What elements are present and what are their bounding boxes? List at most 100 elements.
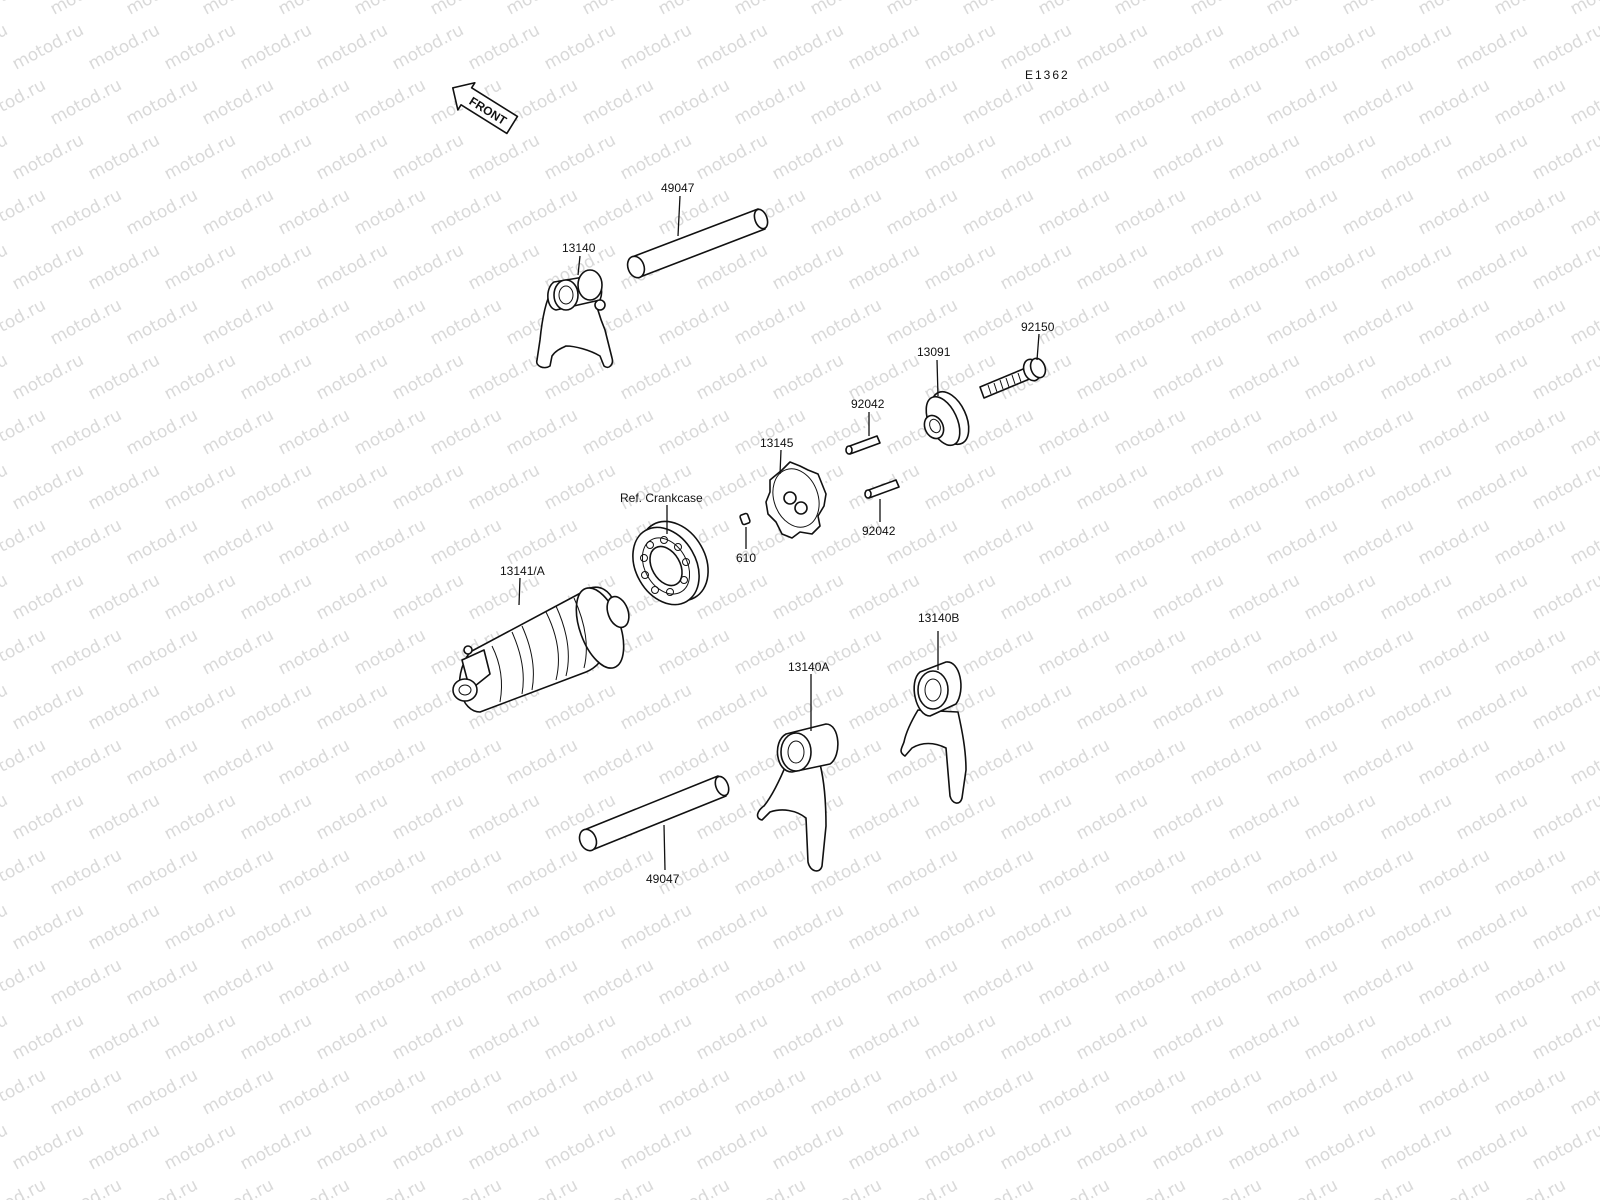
watermark-text: motod.ru <box>123 1175 201 1200</box>
watermark-text: motod.ru <box>123 0 201 19</box>
watermark-text: motod.ru <box>731 295 809 349</box>
watermark-text: motod.ru <box>199 405 277 459</box>
watermark-text: motod.ru <box>1567 735 1600 789</box>
watermark-text: motod.ru <box>9 20 87 74</box>
watermark-text: motod.ru <box>1149 680 1227 734</box>
watermark-text: motod.ru <box>1415 0 1493 19</box>
watermark-text: motod.ru <box>389 20 467 74</box>
watermark-text: motod.ru <box>655 1065 733 1119</box>
watermark-text: motod.ru <box>0 680 11 734</box>
watermark-text: motod.ru <box>1377 20 1455 74</box>
watermark-text: motod.ru <box>1149 20 1227 74</box>
watermark-text: motod.ru <box>769 350 847 404</box>
watermark-text: motod.ru <box>123 625 201 679</box>
shift-fork-a <box>756 723 839 872</box>
watermark-text: motod.ru <box>465 20 543 74</box>
watermark-text: motod.ru <box>1415 185 1493 239</box>
watermark-text: motod.ru <box>237 20 315 74</box>
watermark-text: motod.ru <box>1111 0 1189 19</box>
label-bolt: 92150 <box>1021 320 1055 334</box>
label-drum: 13141/A <box>500 564 545 578</box>
watermark-text: motod.ru <box>1567 185 1600 239</box>
watermark-text: motod.ru <box>655 75 733 129</box>
watermark-text: motod.ru <box>617 1010 695 1064</box>
watermark-text: motod.ru <box>351 845 429 899</box>
watermark-text: motod.ru <box>351 185 429 239</box>
watermark-text: motod.ru <box>1301 680 1379 734</box>
watermark-text: motod.ru <box>769 570 847 624</box>
watermark-text: motod.ru <box>845 1120 923 1174</box>
watermark-text: motod.ru <box>1073 1010 1151 1064</box>
watermark-text: motod.ru <box>1111 955 1189 1009</box>
watermark-text: motod.ru <box>1035 0 1113 19</box>
watermark-text: motod.ru <box>199 295 277 349</box>
watermark-text: motod.ru <box>1377 130 1455 184</box>
watermark-text: motod.ru <box>1415 1065 1493 1119</box>
watermark-text: motod.ru <box>0 130 11 184</box>
watermark-text: motod.ru <box>9 680 87 734</box>
watermark-text: motod.ru <box>1149 240 1227 294</box>
watermark-text: motod.ru <box>199 515 277 569</box>
watermark-text: motod.ru <box>807 185 885 239</box>
label-fork-b: 13140B <box>918 611 959 625</box>
watermark-text: motod.ru <box>47 295 125 349</box>
watermark-text: motod.ru <box>579 75 657 129</box>
watermark-text: motod.ru <box>1339 515 1417 569</box>
watermark-text: motod.ru <box>1187 515 1265 569</box>
watermark-text: motod.ru <box>1149 790 1227 844</box>
watermark-text: motod.ru <box>0 1120 11 1174</box>
watermark-text: motod.ru <box>9 130 87 184</box>
watermark-text: motod.ru <box>0 845 49 899</box>
watermark-text: motod.ru <box>427 735 505 789</box>
watermark-text: motod.ru <box>503 1065 581 1119</box>
watermark-text: motod.ru <box>313 20 391 74</box>
dowel-pin <box>739 512 751 526</box>
watermark-text: motod.ru <box>275 405 353 459</box>
watermark-text: motod.ru <box>9 790 87 844</box>
watermark-text: motod.ru <box>731 1065 809 1119</box>
watermark-text: motod.ru <box>1111 735 1189 789</box>
watermark-text: motod.ru <box>1415 295 1493 349</box>
watermark-text: motod.ru <box>997 20 1075 74</box>
watermark-text: motod.ru <box>769 680 847 734</box>
watermark-text: motod.ru <box>47 515 125 569</box>
watermark-text: motod.ru <box>427 1175 505 1200</box>
watermark-text: motod.ru <box>123 295 201 349</box>
watermark-text: motod.ru <box>465 350 543 404</box>
watermark-text: motod.ru <box>1187 625 1265 679</box>
watermark-text: motod.ru <box>655 955 733 1009</box>
watermark-text: motod.ru <box>123 405 201 459</box>
watermark-text: motod.ru <box>541 900 619 954</box>
watermark-text: motod.ru <box>47 845 125 899</box>
watermark-text: motod.ru <box>579 185 657 239</box>
watermark-text: motod.ru <box>617 680 695 734</box>
watermark-text: motod.ru <box>1567 295 1600 349</box>
watermark-text: motod.ru <box>503 405 581 459</box>
watermark-text: motod.ru <box>0 350 11 404</box>
watermark-text: motod.ru <box>0 1010 11 1064</box>
watermark-text: motod.ru <box>0 185 49 239</box>
watermark-text: motod.ru <box>1415 955 1493 1009</box>
watermark-text: motod.ru <box>0 735 49 789</box>
shaft-upper <box>626 208 769 279</box>
watermark-text: motod.ru <box>1415 75 1493 129</box>
watermark-text: motod.ru <box>1187 405 1265 459</box>
watermark-text: motod.ru <box>1111 1175 1189 1200</box>
watermark-text: motod.ru <box>9 900 87 954</box>
watermark-text: motod.ru <box>1263 955 1341 1009</box>
watermark-text: motod.ru <box>883 1175 961 1200</box>
watermark-text: motod.ru <box>199 1175 277 1200</box>
watermark-text: motod.ru <box>161 240 239 294</box>
watermark-text: motod.ru <box>275 75 353 129</box>
watermark-text: motod.ru <box>47 955 125 1009</box>
watermark-text: motod.ru <box>503 185 581 239</box>
watermark-text: motod.ru <box>1453 790 1531 844</box>
watermark-text: motod.ru <box>959 1175 1037 1200</box>
watermark-text: motod.ru <box>921 460 999 514</box>
watermark-text: motod.ru <box>807 955 885 1009</box>
watermark-text: motod.ru <box>769 900 847 954</box>
shift-drum-cam <box>765 461 827 539</box>
watermark-text: motod.ru <box>807 75 885 129</box>
